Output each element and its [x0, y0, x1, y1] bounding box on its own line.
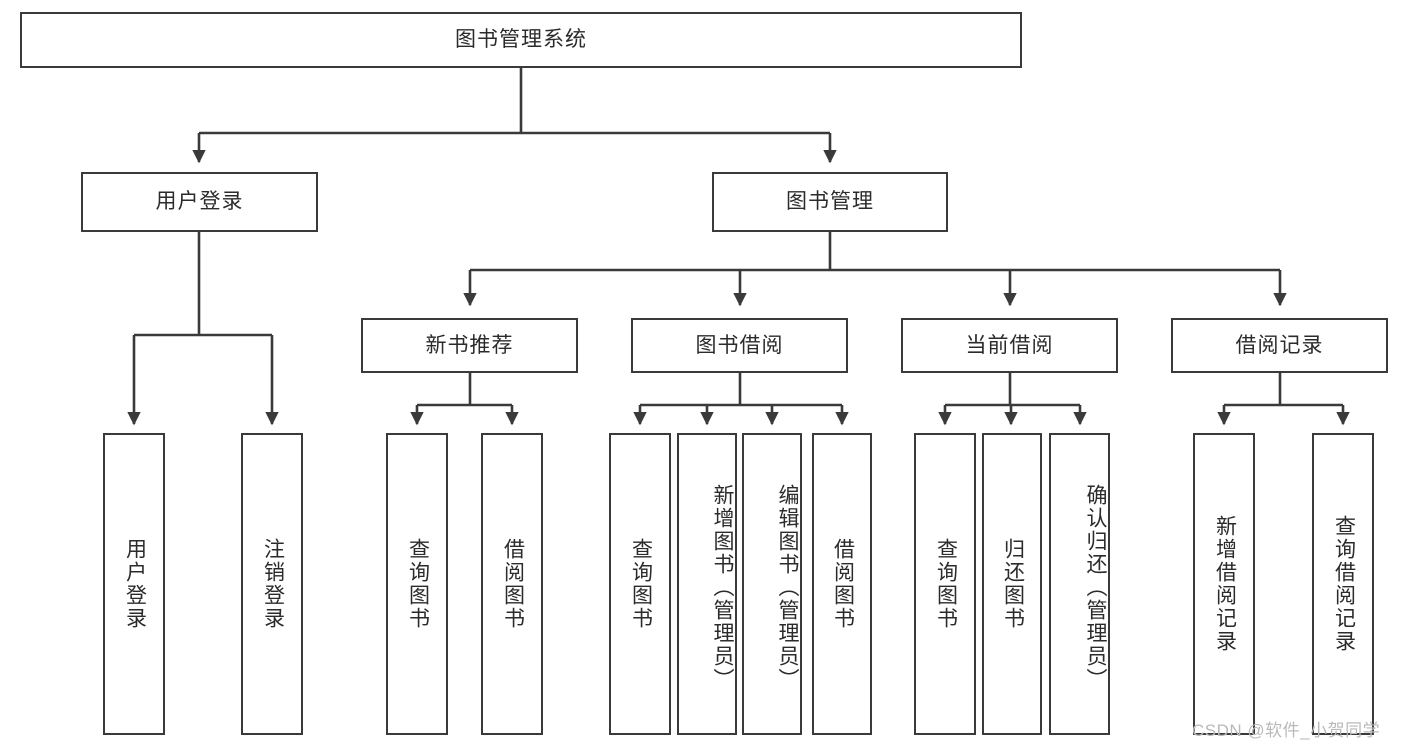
node-leaf-logout-login[interactable]: 注销登录 — [241, 433, 303, 735]
node-new-book-recommend[interactable]: 新书推荐 — [361, 318, 578, 373]
node-leaf-query-book-1[interactable]: 查询图书 — [386, 433, 448, 735]
node-leaf-edit-book[interactable]: 编辑图书（管理员） — [742, 433, 802, 735]
node-leaf-return-book[interactable]: 归还图书 — [982, 433, 1042, 735]
node-root[interactable]: 图书管理系统 — [20, 12, 1022, 68]
node-leaf-confirm-return[interactable]: 确认归还（管理员） — [1049, 433, 1110, 735]
node-leaf-query-record-label: 查询借阅记录 — [1332, 515, 1356, 653]
node-root-label: 图书管理系统 — [455, 28, 587, 52]
node-leaf-add-book-label: 新增图书（管理员） — [711, 483, 734, 691]
node-leaf-logout-login-label: 注销登录 — [261, 538, 285, 630]
node-leaf-query-book-3-label: 查询图书 — [934, 538, 958, 630]
node-leaf-query-book-2[interactable]: 查询图书 — [609, 433, 671, 735]
node-borrow-record[interactable]: 借阅记录 — [1171, 318, 1388, 373]
node-leaf-borrow-book-1[interactable]: 借阅图书 — [481, 433, 543, 735]
node-book-manage[interactable]: 图书管理 — [712, 172, 948, 232]
node-leaf-user-login[interactable]: 用户登录 — [103, 433, 165, 735]
node-book-borrow[interactable]: 图书借阅 — [631, 318, 848, 373]
node-leaf-user-login-label: 用户登录 — [123, 538, 147, 630]
node-leaf-return-book-label: 归还图书 — [1001, 538, 1025, 630]
node-user-login[interactable]: 用户登录 — [81, 172, 318, 232]
node-book-manage-label: 图书管理 — [786, 190, 874, 214]
node-book-borrow-label: 图书借阅 — [695, 333, 784, 357]
node-leaf-borrow-book-2-label: 借阅图书 — [831, 538, 855, 630]
node-current-borrow-label: 当前借阅 — [965, 333, 1054, 357]
node-leaf-query-book-1-label: 查询图书 — [406, 538, 430, 630]
node-borrow-record-label: 借阅记录 — [1235, 333, 1324, 357]
node-leaf-query-record[interactable]: 查询借阅记录 — [1312, 433, 1374, 735]
node-new-book-recommend-label: 新书推荐 — [425, 333, 514, 357]
node-leaf-borrow-book-2[interactable]: 借阅图书 — [812, 433, 872, 735]
node-leaf-add-book[interactable]: 新增图书（管理员） — [677, 433, 737, 735]
node-leaf-add-record[interactable]: 新增借阅记录 — [1193, 433, 1255, 735]
node-leaf-query-book-3[interactable]: 查询图书 — [914, 433, 976, 735]
node-leaf-edit-book-label: 编辑图书（管理员） — [776, 483, 799, 691]
node-leaf-borrow-book-1-label: 借阅图书 — [501, 538, 525, 630]
node-current-borrow[interactable]: 当前借阅 — [901, 318, 1118, 373]
node-user-login-label: 用户登录 — [155, 190, 244, 214]
node-leaf-confirm-return-label: 确认归还（管理员） — [1084, 483, 1107, 691]
node-leaf-query-book-2-label: 查询图书 — [629, 538, 653, 630]
csdn-watermark: CSDN @软件_小贺同学 — [1192, 721, 1381, 740]
node-leaf-add-record-label: 新增借阅记录 — [1213, 515, 1237, 653]
